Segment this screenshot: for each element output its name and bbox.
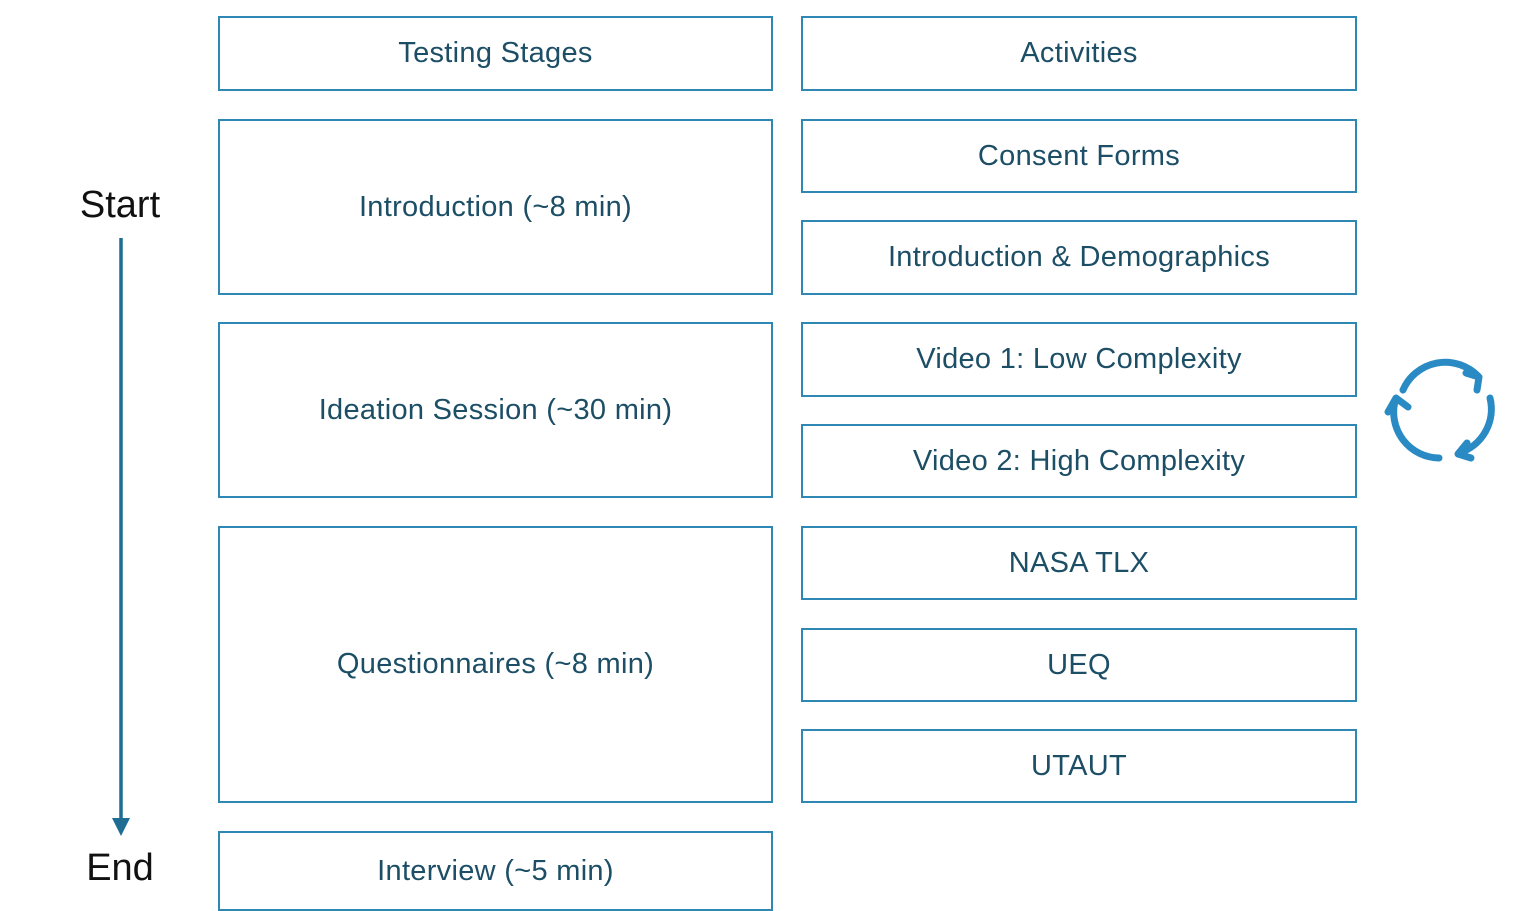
start-label: Start xyxy=(79,184,161,226)
stage-label: Ideation Session (~30 min) xyxy=(318,393,673,426)
activity-label: NASA TLX xyxy=(1008,546,1150,579)
activity-utaut: UTAUT xyxy=(801,729,1357,803)
activity-consent-forms: Consent Forms xyxy=(801,119,1357,193)
activity-video-high-complexity: Video 2: High Complexity xyxy=(801,424,1357,498)
activity-label: Video 1: Low Complexity xyxy=(916,343,1242,375)
activity-label: UTAUT xyxy=(1030,749,1127,782)
down-arrow-icon xyxy=(112,238,130,836)
stage-label: Introduction (~8 min) xyxy=(358,190,633,223)
stage-label: Interview (~5 min) xyxy=(377,854,614,887)
testing-stages-header-label: Testing Stages xyxy=(398,37,593,69)
stage-ideation-session: Ideation Session (~30 min) xyxy=(218,322,773,498)
stage-introduction: Introduction (~8 min) xyxy=(218,119,773,295)
activity-introduction-demographics: Introduction & Demographics xyxy=(801,220,1357,295)
activities-header: Activities xyxy=(801,16,1357,91)
activity-label: Consent Forms xyxy=(977,139,1181,172)
stage-label: Questionnaires (~8 min) xyxy=(336,648,655,680)
activity-label: Video 2: High Complexity xyxy=(912,444,1246,477)
activity-label: Introduction & Demographics xyxy=(887,241,1271,273)
activity-video-low-complexity: Video 1: Low Complexity xyxy=(801,322,1357,397)
cycle-arrows-icon xyxy=(1384,358,1495,462)
activity-nasa-tlx: NASA TLX xyxy=(801,526,1357,600)
activity-label: UEQ xyxy=(1047,648,1111,681)
end-label: End xyxy=(86,847,154,889)
stage-questionnaires: Questionnaires (~8 min) xyxy=(218,526,773,803)
activities-header-label: Activities xyxy=(1020,37,1138,69)
testing-stages-header: Testing Stages xyxy=(218,16,773,91)
activity-ueq: UEQ xyxy=(801,628,1357,702)
stage-interview: Interview (~5 min) xyxy=(218,831,773,911)
